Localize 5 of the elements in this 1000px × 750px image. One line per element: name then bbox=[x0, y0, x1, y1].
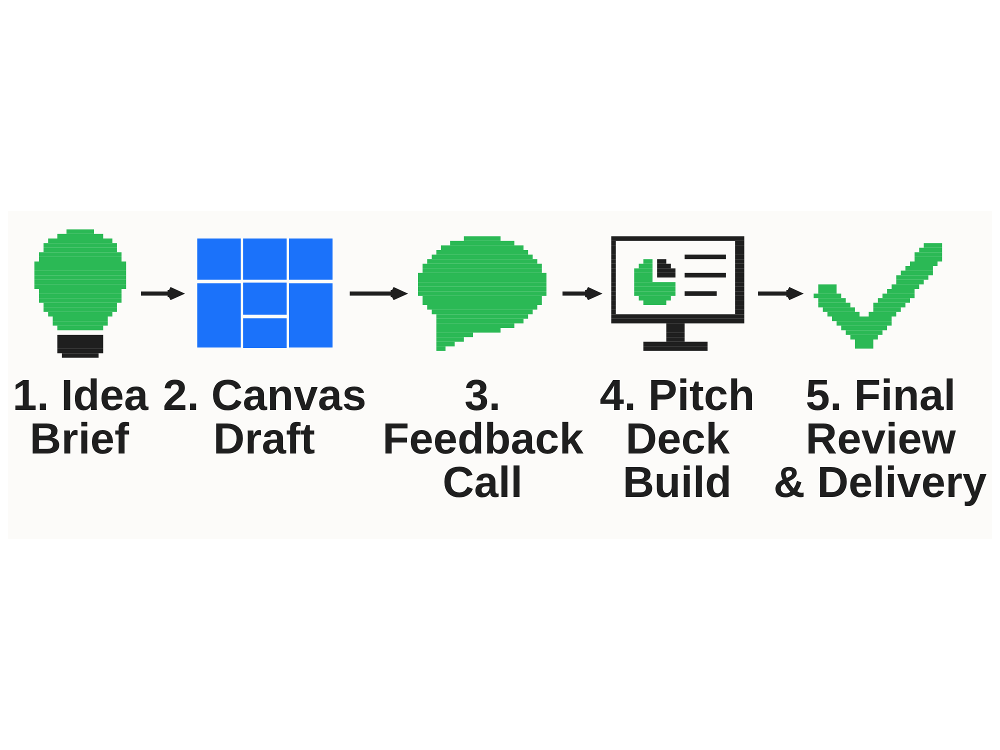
node-label: 3. Feedback Call bbox=[382, 372, 584, 508]
node-label: 2. Canvas Draft bbox=[162, 372, 366, 464]
node-label: 1. Idea Brief bbox=[12, 372, 148, 464]
node-label: 4. Pitch Deck Build bbox=[600, 372, 755, 508]
node-label: 5. Final Review & Delivery bbox=[774, 372, 987, 508]
